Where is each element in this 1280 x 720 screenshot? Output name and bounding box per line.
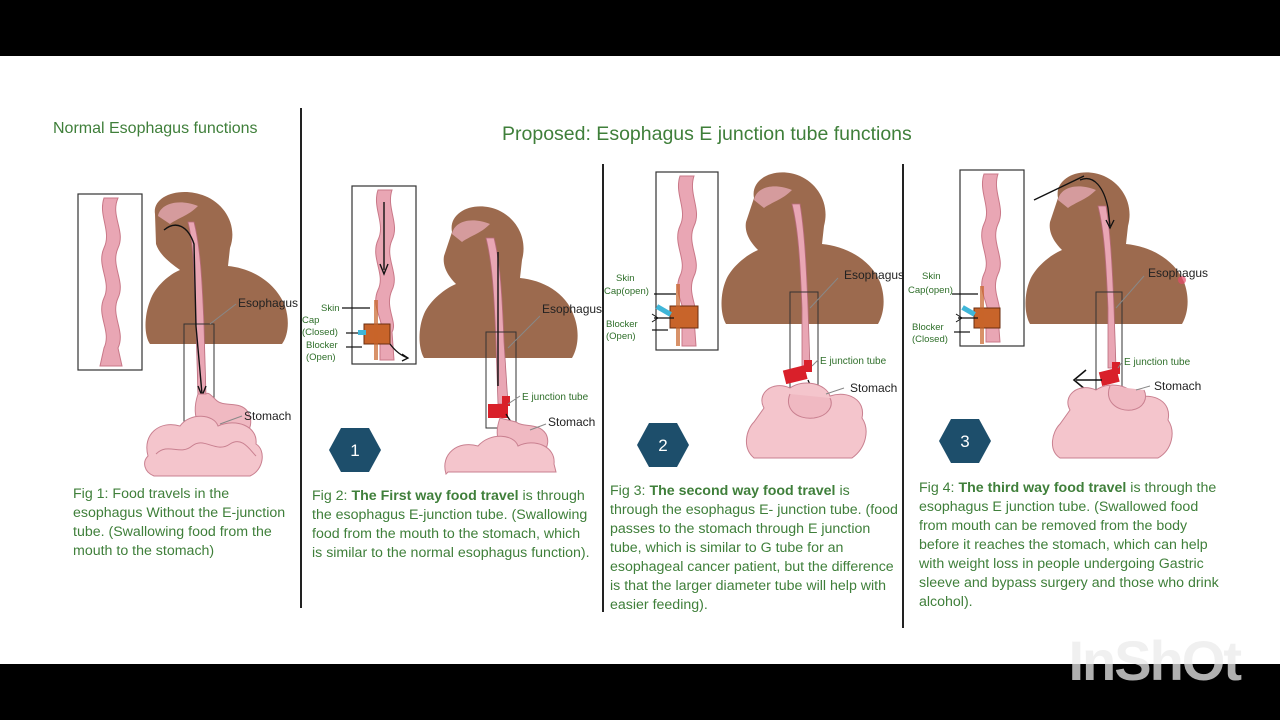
fig3-caption-bold: The second way food travel (649, 483, 836, 499)
fig2-caption-prefix: Fig 2: (312, 488, 352, 504)
fig3-caption-rest: is through the esophagus E- junction tub… (610, 483, 898, 613)
fig2-hexagon-badge: 1 (329, 428, 381, 472)
fig4-caption-prefix: Fig 4: (919, 480, 959, 496)
fig4-skin-label: Skin (922, 271, 940, 282)
fig3-blocker-label: Blocker (606, 319, 638, 330)
fig4-caption-bold: The third way food travel (958, 480, 1127, 496)
fig4-badge-number: 3 (960, 432, 969, 451)
fig1-caption-text: Fig 1: Food travels in the esophagus Wit… (73, 486, 286, 559)
bottom-letterbox (0, 664, 1280, 720)
fig2-caption-bold: The First way food travel (351, 488, 519, 504)
top-letterbox (0, 0, 1280, 56)
divider-1 (300, 108, 302, 608)
fig2-caption: Fig 2: The First way food travel is thro… (312, 487, 594, 563)
divider-2 (602, 164, 604, 612)
fig2-blocker-open-label: (Open) (306, 352, 336, 363)
fig4-blocker-label: Blocker (912, 322, 944, 333)
fig3-blocker-open-label: (Open) (606, 331, 636, 342)
fig3-esophagus-label: Esophagus (844, 268, 904, 282)
fig4-cap-open-label: Cap(open) (908, 285, 953, 296)
fig4-hexagon-badge: 3 (939, 419, 991, 463)
fig2-cap-label: Cap (302, 315, 319, 326)
fig2-esophagus-label: Esophagus (542, 302, 602, 316)
fig2-illustration: Skin Cap (Closed) Blocker (Open) Esophag… (302, 182, 602, 475)
proposed-title: Proposed: Esophagus E junction tube func… (502, 123, 912, 145)
divider-3 (902, 164, 904, 628)
fig3-skin-label: Skin (616, 273, 634, 284)
fig3-badge-number: 2 (658, 436, 667, 455)
fig2-stomach-label: Stomach (548, 415, 595, 429)
slide: Normal Esophagus functions Proposed: Eso… (0, 56, 1280, 664)
fig1-illustration: Esophagus Stomach (60, 186, 300, 477)
fig2-cap-closed-label: (Closed) (302, 327, 338, 338)
fig2-caption-rest: is through the esophagus E-junction tube… (312, 488, 590, 561)
fig2-badge-number: 1 (350, 441, 359, 460)
fig3-illustration: Skin Cap(open) Blocker (Open) Esophagus … (604, 168, 904, 459)
fig3-stomach-label: Stomach (850, 381, 897, 395)
normal-title: Normal Esophagus functions (53, 120, 258, 137)
fig2-blocker-label: Blocker (306, 340, 338, 351)
fig1-caption: Fig 1: Food travels in the esophagus Wit… (73, 485, 295, 561)
fig1-stomach-label: Stomach (244, 409, 291, 423)
fig4-caption: Fig 4: The third way food travel is thro… (919, 479, 1219, 612)
fig3-ejunction-label: E junction tube (820, 356, 887, 367)
fig2-skin-label: Skin (321, 303, 339, 314)
fig4-ejunction-label: E junction tube (1124, 357, 1191, 368)
fig2-ejunction-label: E junction tube (522, 392, 589, 403)
fig4-blocker-closed-label: (Closed) (912, 334, 948, 345)
inshot-watermark: InShOt (1068, 629, 1242, 692)
fig3-caption: Fig 3: The second way food travel is thr… (610, 482, 898, 615)
fig1-esophagus-label: Esophagus (238, 296, 298, 310)
fig4-illustration: Skin Cap(open) Blocker (Closed) Esophagu… (904, 168, 1208, 459)
fig4-stomach-label: Stomach (1154, 379, 1201, 393)
fig3-hexagon-badge: 2 (637, 423, 689, 467)
fig3-cap-open-label: Cap(open) (604, 286, 649, 297)
fig3-caption-prefix: Fig 3: (610, 483, 650, 499)
fig4-caption-rest: is through the esophagus E junction tube… (919, 480, 1219, 610)
fig4-esophagus-label: Esophagus (1148, 266, 1208, 280)
